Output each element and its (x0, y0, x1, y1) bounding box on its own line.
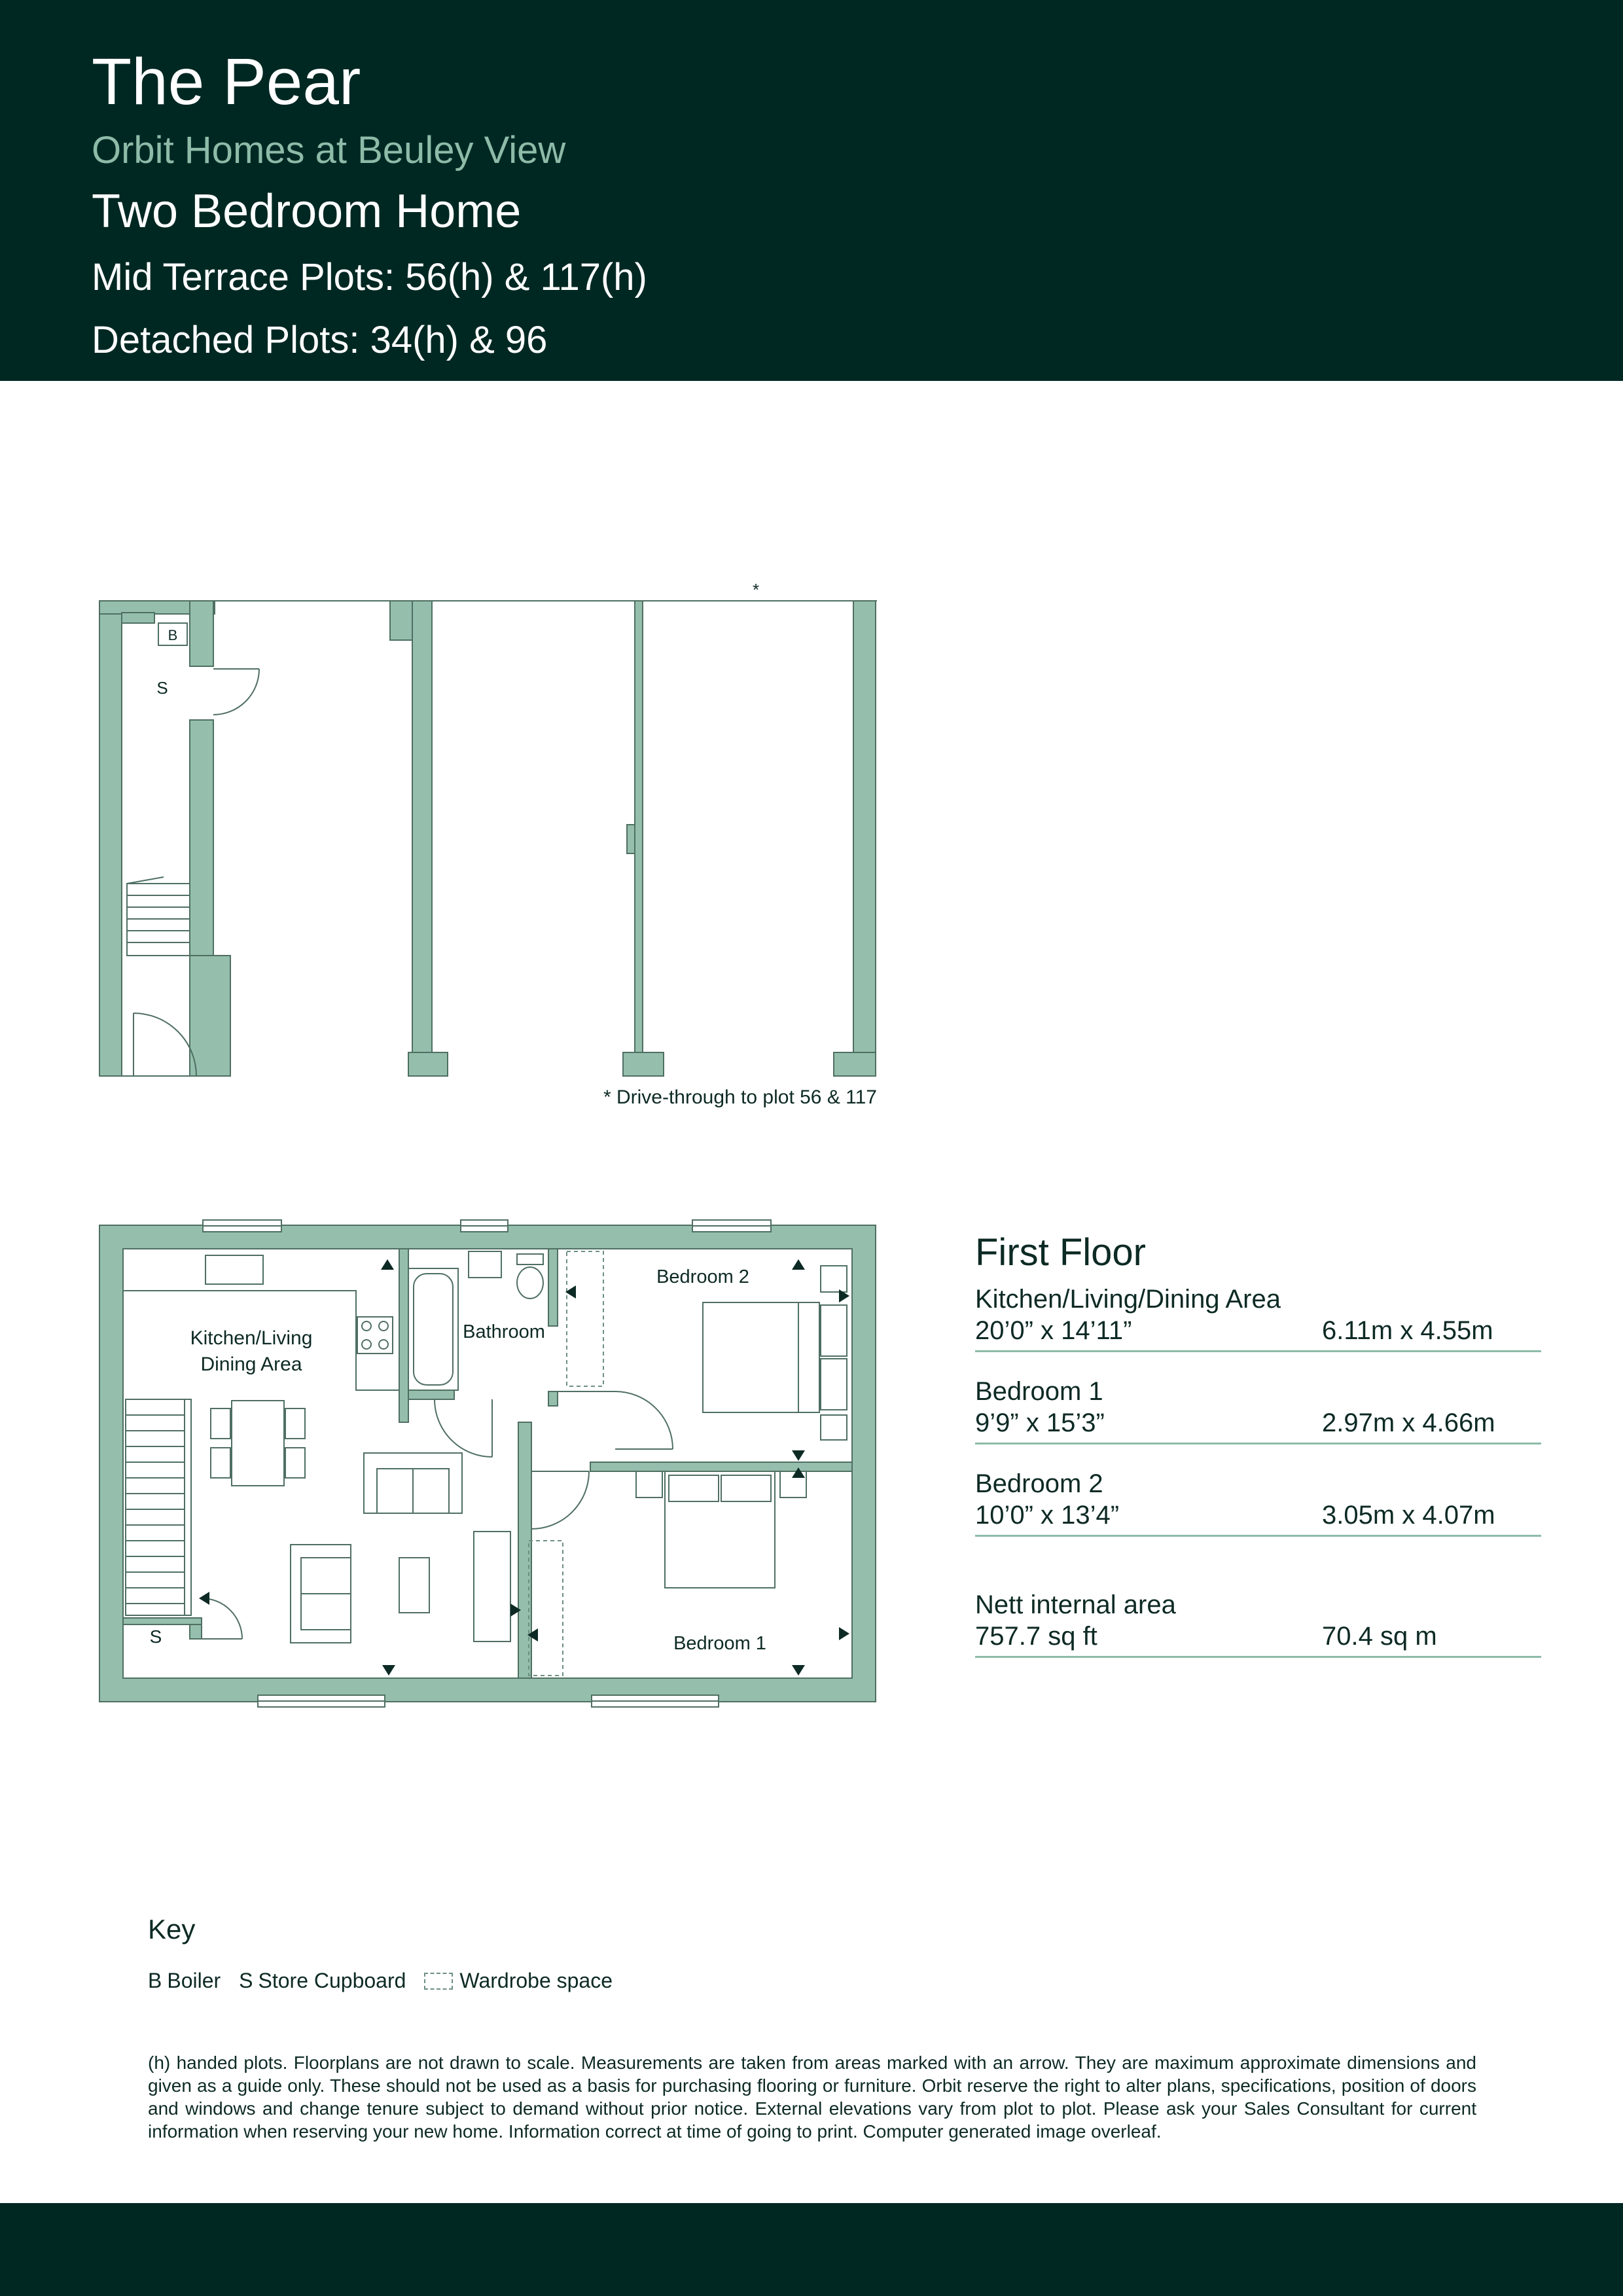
bedroom2-bed (702, 1265, 847, 1441)
key-wardrobe: Wardrobe space (424, 1969, 613, 1993)
key-title: Key (148, 1914, 196, 1945)
hall-left-wall (99, 600, 122, 1077)
room-name: Bedroom 2 (975, 1469, 1103, 1498)
room-bedroom1: Bedroom 1 9’9” x 15’3” 2.97m x 4.66m (975, 1376, 1541, 1444)
room-metric: 2.97m x 4.66m (1322, 1408, 1495, 1437)
bedroom1-label: Bedroom 1 (673, 1633, 766, 1654)
doors (201, 1391, 673, 1640)
room-imperial: 20’0” x 14’11” (975, 1316, 1132, 1345)
nett-metric: 70.4 sq m (1322, 1622, 1437, 1651)
room-kitchen: Kitchen/Living/Dining Area 20’0” x 14’11… (975, 1283, 1541, 1352)
key-boiler: B Boiler (148, 1969, 221, 1993)
disclaimer-text: (h) handed plots. Floorplans are not dra… (148, 2053, 1476, 2142)
plan-key: Key B Boiler S Store Cupboard Wardrobe s… (148, 1914, 631, 1993)
boiler-letter: B (148, 1969, 162, 1992)
kitchen-label-line1: Kitchen/Living (190, 1327, 313, 1349)
nett-imperial: 757.7 sq ft (975, 1622, 1097, 1651)
wardrobe-swatch (424, 1972, 454, 1990)
first-floor-plan: Kitchen/Living Dining Area Bathroom Bedr… (99, 1219, 876, 1708)
home-type: Two Bedroom Home (92, 185, 522, 238)
room-specifications: First Floor Kitchen/Living/Dining Area 2… (975, 1230, 1541, 1681)
bedroom1-bed (635, 1471, 807, 1588)
dining-table (210, 1400, 306, 1486)
room-imperial: 10’0” x 13’4” (975, 1501, 1120, 1530)
ground-floor-plan: B S * (99, 580, 877, 1077)
kitchen-worktop (122, 1248, 400, 1391)
measurement-arrows (199, 1259, 849, 1676)
development-name: Orbit Homes at Beuley View (92, 129, 566, 171)
sofas (290, 1452, 511, 1643)
store-label: S (156, 678, 168, 698)
bathroom-fixtures (408, 1251, 544, 1391)
store-letter: S (239, 1969, 253, 1992)
floor-title: First Floor (975, 1231, 1146, 1274)
room-imperial: 9’9” x 15’3” (975, 1408, 1105, 1437)
drive-through-note: * Drive-through to plot 56 & 117 (603, 1086, 877, 1108)
mid-terrace-plots: Mid Terrace Plots: 56(h) & 117(h) (92, 256, 647, 298)
garage-right-wall (853, 600, 876, 1077)
wardrobe-text: Wardrobe space (459, 1969, 613, 1992)
room-name: Kitchen/Living/Dining Area (975, 1285, 1281, 1314)
boiler-text: Boiler (167, 1969, 221, 1992)
store-text: Store Cupboard (258, 1969, 406, 1992)
footer-bar (0, 2203, 1623, 2296)
hall-right-wall-top (189, 600, 214, 667)
staircase (126, 876, 190, 956)
bedroom2-label: Bedroom 2 (656, 1266, 749, 1287)
room-bedroom2: Bedroom 2 10’0” x 13’4” 3.05m x 4.07m (975, 1468, 1541, 1537)
store-label: S (150, 1626, 162, 1647)
room-metric: 6.11m x 4.55m (1322, 1316, 1493, 1345)
key-store: S Store Cupboard (239, 1969, 406, 1993)
boiler-label: B (168, 627, 178, 643)
detached-plots: Detached Plots: 34(h) & 96 (92, 319, 548, 361)
room-metric: 3.05m x 4.07m (1322, 1501, 1495, 1530)
garage-divider-wall (634, 600, 643, 1053)
outer-wall (99, 1225, 876, 1702)
bedroom1-wall (518, 1422, 532, 1679)
drive-asterisk: * (753, 580, 759, 600)
bathroom-wall (399, 1248, 409, 1423)
room-name: Bedroom 1 (975, 1377, 1103, 1406)
wardrobe-spaces (528, 1251, 604, 1676)
nett-internal-area: Nett internal area 757.7 sq ft 70.4 sq m (975, 1589, 1541, 1658)
boiler-box (158, 622, 188, 646)
windows (202, 1219, 772, 1708)
nett-label: Nett internal area (975, 1590, 1176, 1619)
page-title: The Pear (92, 45, 361, 118)
bedroom-divider (590, 1462, 853, 1472)
header-banner: The Pear Orbit Homes at Beuley View Two … (0, 0, 1623, 381)
kitchen-label-line2: Dining Area (200, 1354, 302, 1375)
front-door (122, 1013, 230, 1077)
store-door (213, 668, 260, 715)
staircase (125, 1399, 192, 1616)
bathroom-label: Bathroom (463, 1321, 545, 1342)
